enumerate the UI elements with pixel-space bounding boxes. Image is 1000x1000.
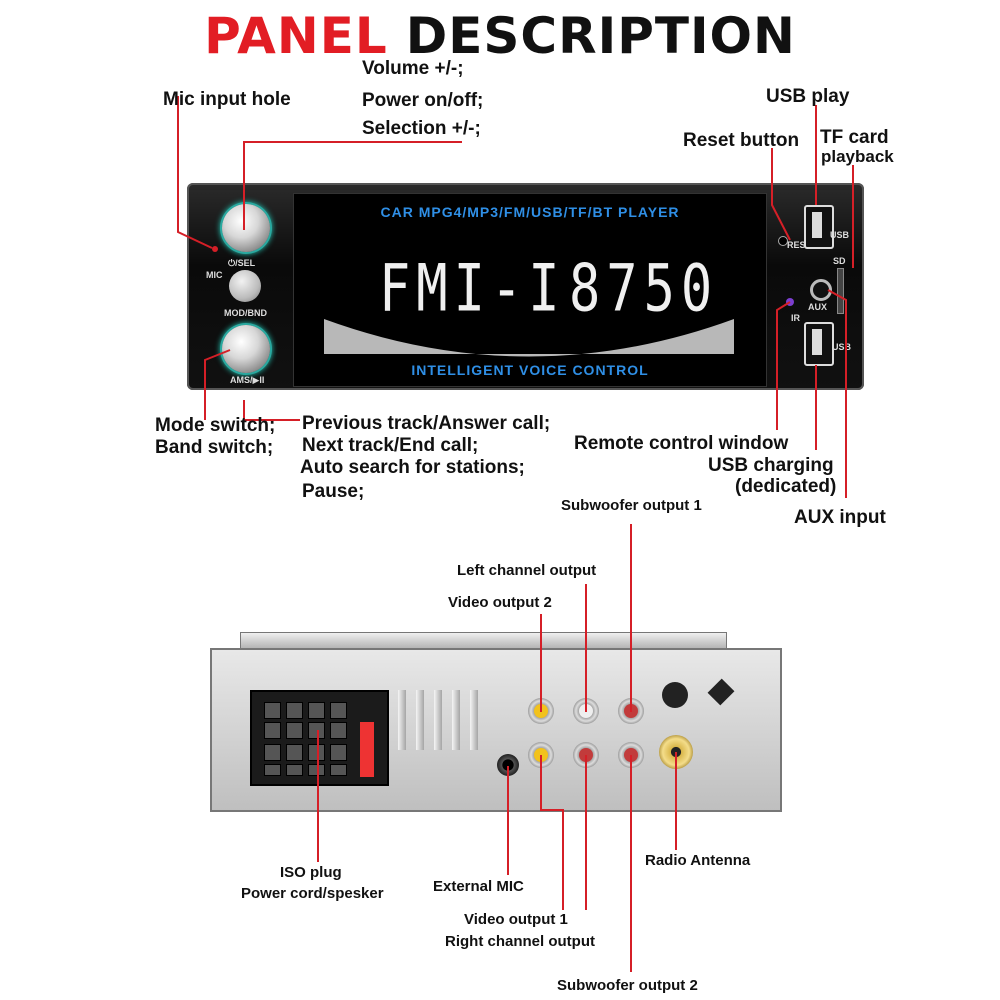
label-usb-charging-1: USB charging <box>708 455 834 476</box>
subwoofer-output-2-rca[interactable] <box>618 742 644 768</box>
display-screen: CAR MPG4/MP3/FM/USB/TF/BT PLAYER FMI-I 8… <box>293 193 767 387</box>
vent-fin <box>452 690 460 750</box>
label-mode-switch: Mode switch; <box>155 415 276 436</box>
ams-knob[interactable] <box>222 325 270 373</box>
screen-graphic <box>324 317 734 357</box>
label-subwoofer-1: Subwoofer output 1 <box>561 497 702 514</box>
page-title: PANEL DESCRIPTION <box>0 6 1000 66</box>
vent-fin <box>470 690 478 750</box>
label-prev-track: Previous track/Answer call; <box>302 413 551 434</box>
usb-label: USB <box>830 230 850 240</box>
mod-bnd-label: MOD/BND <box>224 308 267 318</box>
label-pause: Pause; <box>302 481 365 502</box>
label-reset: Reset button <box>683 130 800 151</box>
label-left-channel: Left channel output <box>457 562 597 579</box>
video-output-1-rca[interactable] <box>528 742 554 768</box>
mic-label: MIC <box>206 270 223 280</box>
label-usb-play: USB play <box>766 86 850 107</box>
label-volume: Volume +/-; <box>362 58 464 79</box>
label-power: Power on/off; <box>362 90 484 111</box>
radio-antenna-port[interactable] <box>659 735 693 769</box>
vent-fin <box>434 690 442 750</box>
tf-card-slot[interactable] <box>837 268 844 314</box>
sel-label: ⏻/SEL <box>228 258 256 268</box>
external-mic-jack[interactable] <box>497 754 519 776</box>
label-auto-search: Auto search for stations; <box>300 457 525 478</box>
label-iso-plug: ISO plug <box>280 864 342 881</box>
right-channel-rca[interactable] <box>573 742 599 768</box>
label-tf-card-1: TF card <box>820 127 889 148</box>
label-subwoofer-2: Subwoofer output 2 <box>557 977 698 994</box>
title-description: DESCRIPTION <box>405 7 796 65</box>
ir-label: IR <box>791 313 800 323</box>
label-selection: Selection +/-; <box>362 118 481 139</box>
label-band-switch: Band switch; <box>155 437 274 458</box>
usb-play-port[interactable] <box>804 205 834 249</box>
label-aux-input: AUX input <box>794 507 886 528</box>
usb-charging-port[interactable] <box>804 322 834 366</box>
band-readout: FMI-I <box>379 251 566 327</box>
iso-plug[interactable] <box>250 690 389 786</box>
screen-header: CAR MPG4/MP3/FM/USB/TF/BT PLAYER <box>380 204 680 220</box>
vent-fin <box>398 690 406 750</box>
ams-label: AMS/▶II <box>230 375 265 385</box>
label-mic-hole: Mic input hole <box>163 89 291 110</box>
label-radio-antenna: Radio Antenna <box>645 852 751 869</box>
screen-footer: INTELLIGENT VOICE CONTROL <box>411 362 649 378</box>
sd-label: SD <box>833 256 846 266</box>
left-channel-rca[interactable] <box>573 698 599 724</box>
label-video-2: Video output 2 <box>448 594 552 611</box>
volume-knob[interactable] <box>222 204 270 252</box>
label-usb-charging-2: (dedicated) <box>735 476 837 497</box>
label-right-channel: Right channel output <box>445 933 595 950</box>
reset-button[interactable] <box>778 236 788 246</box>
res-label: RES <box>787 240 806 250</box>
title-panel: PANEL <box>204 7 388 65</box>
label-power-cord: Power cord/spesker <box>241 885 384 902</box>
usb2-label: USB <box>832 342 852 352</box>
label-video-1: Video output 1 <box>464 911 568 928</box>
label-tf-card-2: playback <box>821 147 894 166</box>
ir-window <box>786 298 794 306</box>
video-output-2-rca[interactable] <box>528 698 554 724</box>
vent-fin <box>416 690 424 750</box>
mic-hole <box>212 246 218 252</box>
label-remote-window: Remote control window <box>574 433 789 454</box>
mount-hole <box>662 682 688 708</box>
label-next-track: Next track/End call; <box>302 435 479 456</box>
aux-jack[interactable] <box>810 279 832 301</box>
frequency-readout: 8750 <box>569 251 719 327</box>
subwoofer-output-1-rca[interactable] <box>618 698 644 724</box>
label-external-mic: External MIC <box>433 878 524 895</box>
mode-band-button[interactable] <box>229 270 261 302</box>
aux-label: AUX <box>808 302 828 312</box>
